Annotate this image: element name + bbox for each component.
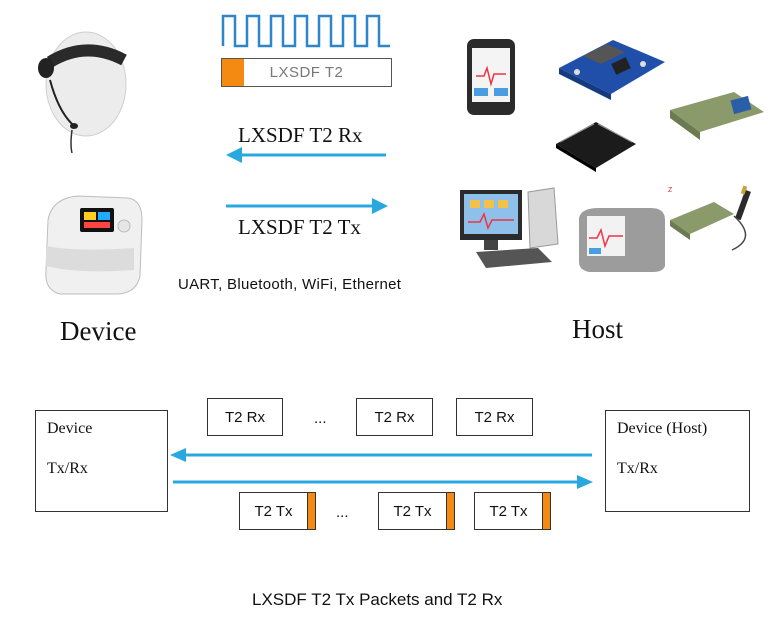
signal-frame: LXSDF T2 (221, 58, 392, 87)
dev-board-illustration (559, 40, 665, 100)
signal-label: LXSDF T2 (269, 64, 344, 81)
headband-sensor-illustration (38, 31, 127, 154)
host-box-sub: Tx/Rx (617, 460, 658, 477)
host-box-title: Device (Host) (617, 420, 708, 437)
tx-arrow-right (226, 198, 388, 214)
svg-text:Z: Z (668, 187, 673, 194)
tx-packet: T2 Tx (378, 492, 455, 530)
rx-packet: T2 Rx (456, 398, 533, 436)
square-wave-signal-icon (221, 14, 390, 48)
diagram-caption: LXSDF T2 Tx Packets and T2 Rx (252, 590, 503, 609)
wireless-module-illustration (670, 92, 764, 140)
host-label: Host (572, 314, 624, 344)
tx-packet-flag (542, 493, 550, 529)
host-box: Device (Host) Tx/Rx (605, 410, 750, 512)
rx-packet-label: T2 Rx (374, 408, 415, 426)
tx-packet: T2 Tx (239, 492, 316, 530)
touchscreen-monitor-illustration (579, 208, 665, 272)
tx-packet-label: T2 Tx (489, 502, 528, 520)
signal-flag (222, 59, 244, 86)
tx-packet-flag (446, 493, 454, 529)
tx-packet-label: T2 Tx (254, 502, 293, 520)
interfaces-text: UART, Bluetooth, WiFi, Ethernet (178, 276, 402, 293)
rx-label: LXSDF T2 Rx (238, 123, 363, 147)
rx-packet: T2 Rx (356, 398, 433, 436)
rx-arrow-left (226, 147, 386, 163)
rx-packet: T2 Rx (207, 398, 283, 436)
device-label: Device (60, 316, 137, 346)
device-box: Device Tx/Rx (35, 410, 168, 512)
tx-flow-arrow-right (173, 475, 593, 489)
desktop-pc-illustration (460, 187, 559, 268)
tx-packet-flag (307, 493, 315, 529)
tx-label: LXSDF T2 Tx (238, 215, 361, 239)
tx-packet: T2 Tx (474, 492, 551, 530)
device-box-sub: Tx/Rx (47, 460, 88, 477)
smartphone-illustration (467, 39, 515, 115)
tx-packet-label: T2 Tx (393, 502, 432, 520)
device-box-title: Device (47, 420, 93, 437)
rx-packet-label: T2 Rx (474, 408, 515, 426)
microcontroller-chip-illustration (556, 122, 636, 172)
zigbee-module-illustration: Z (668, 185, 751, 251)
rx-packet-label: T2 Rx (224, 408, 265, 426)
pulse-oximeter-illustration (45, 195, 143, 295)
rx-ellipsis: ... (314, 410, 327, 427)
tx-ellipsis: ... (336, 504, 349, 521)
rx-flow-arrow-left (170, 448, 592, 462)
